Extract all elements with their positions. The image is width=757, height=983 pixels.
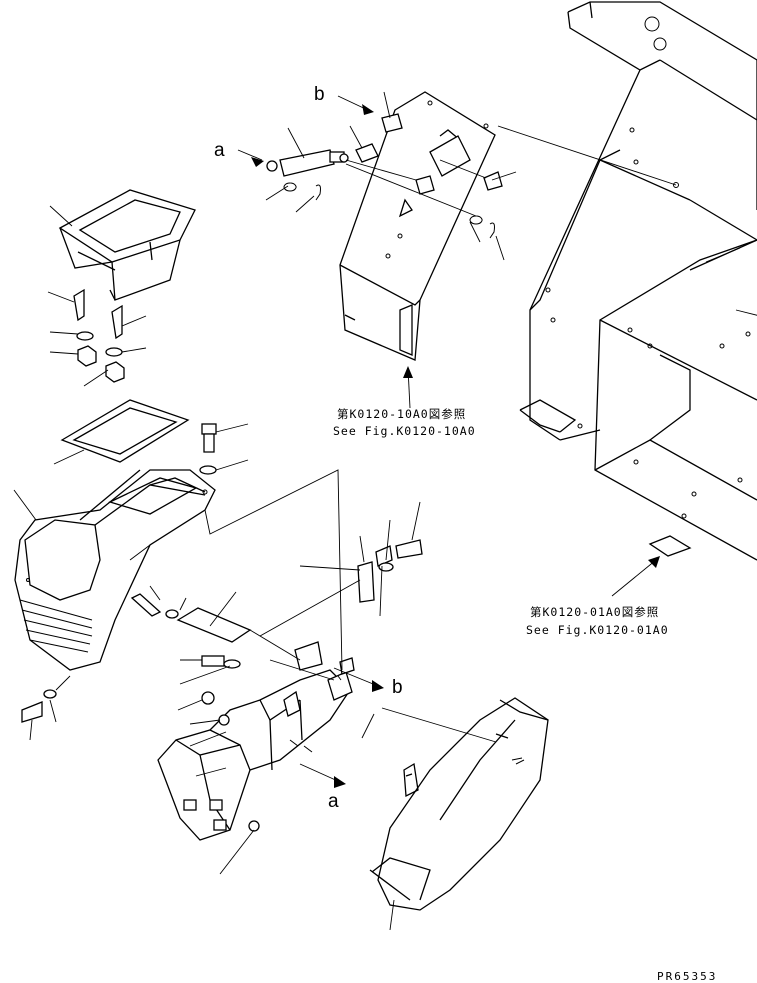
monitor-housing [58, 189, 196, 383]
ref-lower-en: See Fig.K0120-01A0 [526, 623, 669, 637]
ref-lower-jp: 第K0120-01A0図参照 [530, 605, 659, 619]
bushing-parts [355, 113, 503, 239]
side-cover [369, 697, 549, 911]
arrows [251, 104, 660, 788]
label-a-bottom: a [328, 791, 339, 812]
machine-frame [519, 1, 757, 561]
ref-upper-jp: 第K0120-10A0図参照 [337, 407, 466, 421]
gas-spring [266, 149, 349, 201]
cap-bolt [199, 423, 217, 475]
label-b-mid: b [392, 677, 403, 698]
upper-bracket-plate [339, 91, 496, 361]
label-a-top: a [214, 140, 225, 161]
leader-lines [13, 91, 757, 931]
gasket [60, 399, 190, 463]
drawing-code: PR65353 [657, 970, 717, 983]
console-cover [14, 469, 216, 671]
ref-upper-en: See Fig.K0120-10A0 [333, 424, 476, 438]
label-b-top: b [314, 84, 325, 105]
lever-bracket-assembly [157, 641, 355, 841]
